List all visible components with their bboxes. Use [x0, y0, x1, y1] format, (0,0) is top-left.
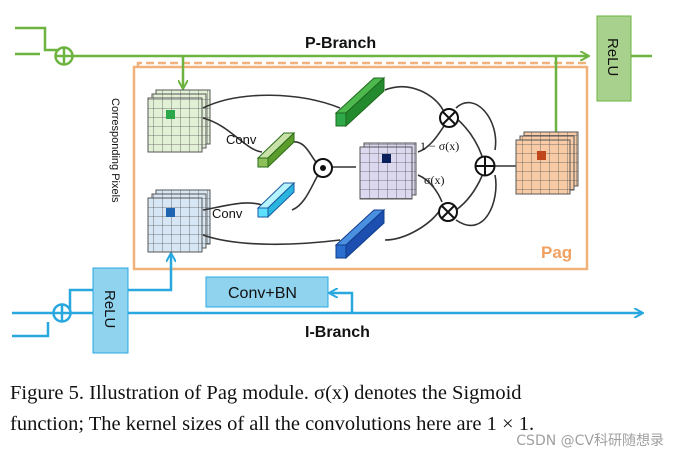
conv-bottom-label: Conv: [212, 206, 243, 221]
relu-top-box: [596, 15, 632, 102]
corresponding-pixels-label: Corresponding Pixels: [109, 98, 121, 203]
sigma-label: σ(x): [424, 173, 444, 187]
multiply-top-icon: [439, 108, 459, 128]
caption-line-1: Figure 5. Illustration of Pag module. σ(…: [10, 382, 522, 404]
pag-box: [132, 65, 589, 271]
caption-line-2: function; The kernel sizes of all the co…: [10, 413, 535, 435]
conv-top-label: Conv: [226, 132, 257, 147]
relu-top-label: ReLU: [604, 38, 621, 76]
p-feature-map-stack: [147, 89, 211, 153]
flow-curves: [202, 85, 516, 246]
conv-bar-bottom-small: [256, 181, 296, 219]
output-feature-map-stack: [515, 131, 579, 195]
multiply-bottom-icon: [438, 202, 458, 222]
add-icon: [474, 155, 496, 177]
figure-caption: Figure 5. Illustration of Pag module. σ(…: [10, 378, 672, 440]
conv-bn-box: [205, 276, 329, 308]
relu-bottom-box: [92, 267, 129, 354]
pag-label: Pag: [541, 243, 572, 262]
attention-map: [359, 142, 417, 200]
conv-bar-top-large: [334, 76, 386, 128]
conv-bn-label: Conv+BN: [228, 285, 297, 302]
p-branch-label: P-Branch: [305, 35, 376, 52]
pag-module-diagram: Pag P-Branch ReLU ReLU Conv+BN I-Branch …: [12, 15, 652, 354]
i-branch-label: I-Branch: [305, 324, 370, 341]
relu-bottom-label: ReLU: [101, 290, 118, 328]
conv-bar-top-small: [256, 131, 296, 169]
watermark: CSDN @CV科研随想录: [516, 433, 664, 449]
conv-bar-bottom-large: [334, 208, 386, 260]
one-minus-sigma-label: 1 − σ(x): [420, 139, 459, 153]
i-feature-map-stack: [147, 189, 211, 253]
p-branch-lines: [15, 26, 652, 132]
